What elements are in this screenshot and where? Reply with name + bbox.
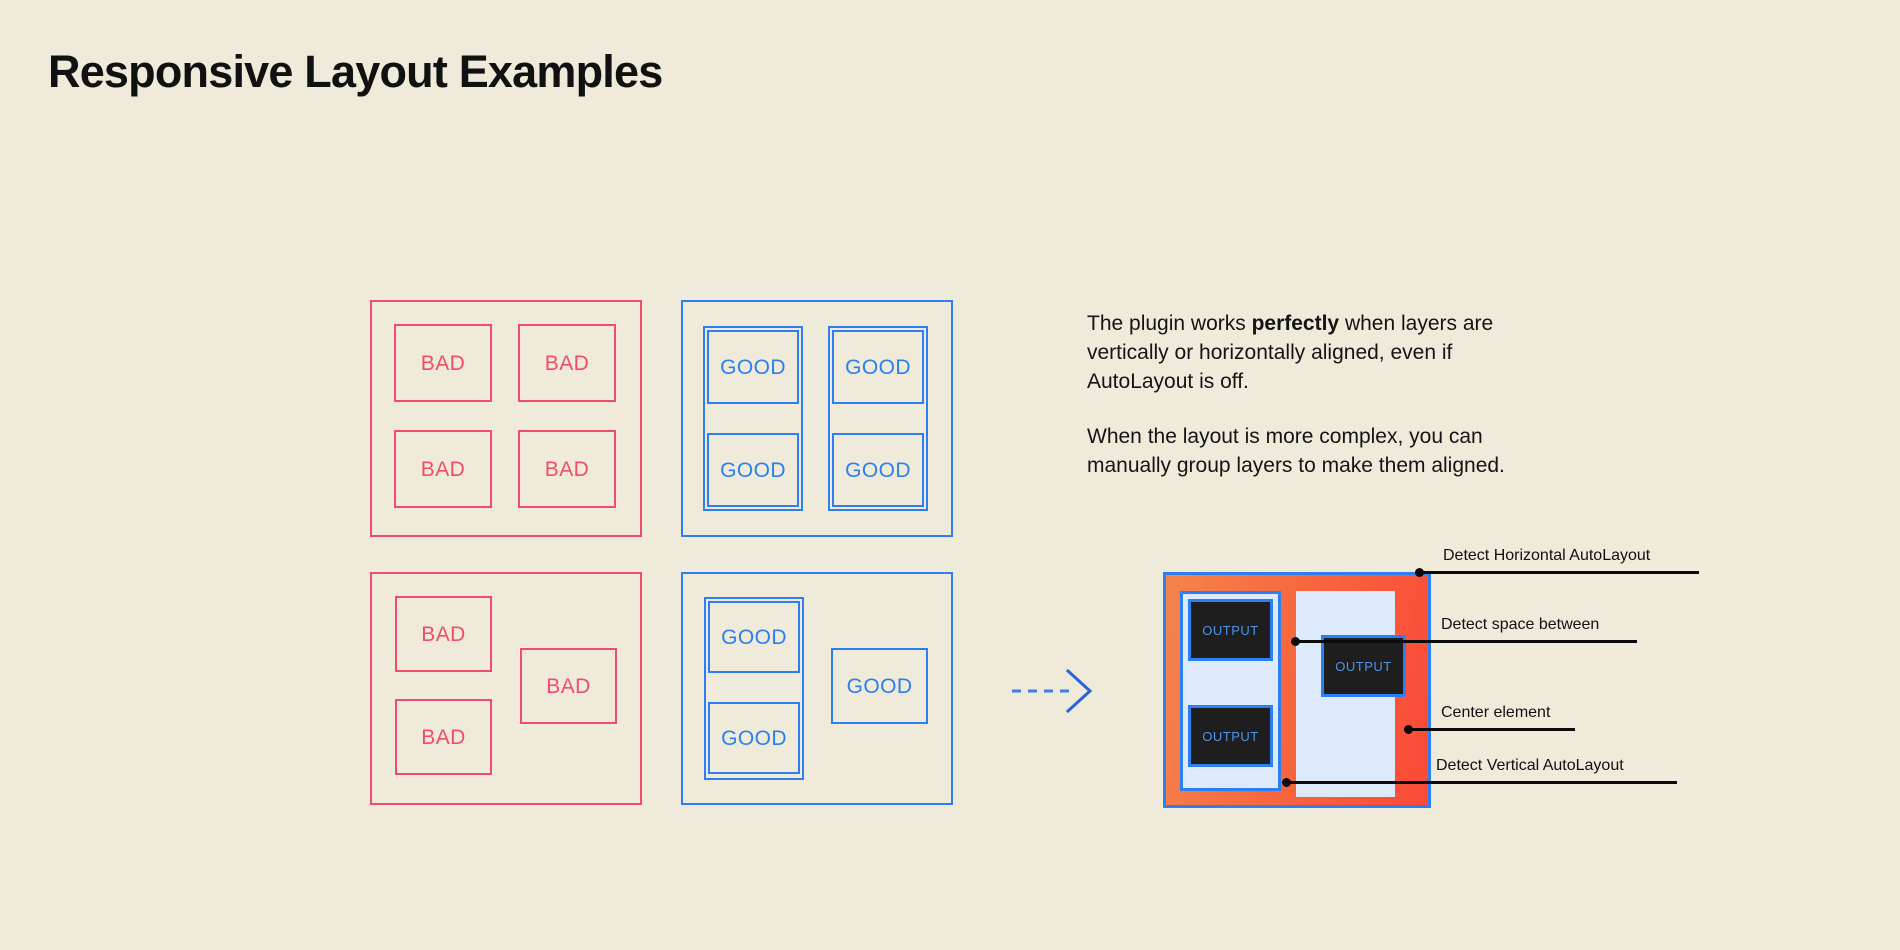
cell-label: GOOD [721,726,787,750]
good-cell: GOOD [707,330,799,404]
cell-label: BAD [546,674,591,698]
cell-label: GOOD [720,458,786,482]
bad-cell: BAD [394,324,492,402]
cell-label: BAD [420,457,466,481]
bad-cell: BAD [395,699,492,775]
cell-label: GOOD [720,355,786,379]
annotation-line [1419,571,1699,574]
good-cell: GOOD [708,601,800,673]
bad-panel-top: BAD BAD BAD BAD [370,300,642,537]
annotation-line [1295,640,1637,643]
cell-label: GOOD [845,355,911,379]
layer-group: GOOD GOOD [828,326,928,511]
paragraph-2: When the layout is more complex, you can… [1087,424,1505,477]
output-label: OUTPUT [1202,728,1259,744]
bad-cell: BAD [518,324,616,402]
annotation-label: Center element [1441,704,1551,721]
cell-label: BAD [420,351,466,375]
cell-label: GOOD [845,458,911,482]
output-label: OUTPUT [1202,622,1259,638]
cell-label: BAD [421,622,466,646]
cell-label: GOOD [721,625,787,649]
p1-part1: The plugin works [1087,312,1252,335]
output-box: OUTPUT [1188,599,1273,661]
annotation-line [1408,728,1575,731]
cell-label: BAD [544,351,590,375]
bad-panel-bottom: BAD BAD BAD [370,572,642,805]
p1-bold: perfectly [1251,312,1340,335]
bad-cell: BAD [520,648,617,724]
annotation-label: Detect space between [1441,616,1600,633]
cell-label: BAD [544,457,590,481]
good-cell: GOOD [832,330,924,404]
annotation-line [1286,781,1677,784]
composite-frame: OUTPUT OUTPUT OUTPUT [1163,572,1431,808]
description-text: The plugin works perfectly when layers a… [1087,310,1557,481]
bad-cell: BAD [518,430,616,508]
output-box: OUTPUT [1188,705,1273,767]
good-cell: GOOD [707,433,799,507]
cell-label: GOOD [846,674,913,698]
good-panel-bottom: GOOD GOOD GOOD [681,572,953,805]
layer-group: GOOD GOOD [703,326,803,511]
good-cell: GOOD [832,433,924,507]
bad-cell: BAD [394,430,492,508]
paragraph-1: The plugin works perfectly when layers a… [1087,310,1557,397]
page-title: Responsive Layout Examples [48,46,663,97]
good-panel-top: GOOD GOOD GOOD GOOD [681,300,953,537]
output-label: OUTPUT [1335,658,1392,674]
annotation-label: Detect Horizontal AutoLayout [1443,547,1651,564]
bad-cell: BAD [395,596,492,672]
dashed-arrow-right-icon [1010,665,1096,722]
good-cell: GOOD [708,702,800,774]
layer-group: GOOD GOOD [704,597,804,780]
good-cell: GOOD [831,648,928,724]
annotation-label: Detect Vertical AutoLayout [1436,757,1624,774]
output-box: OUTPUT [1321,635,1406,697]
cell-label: BAD [421,725,466,749]
p1-part2: when layers are vertically or horizontal… [1087,312,1494,393]
